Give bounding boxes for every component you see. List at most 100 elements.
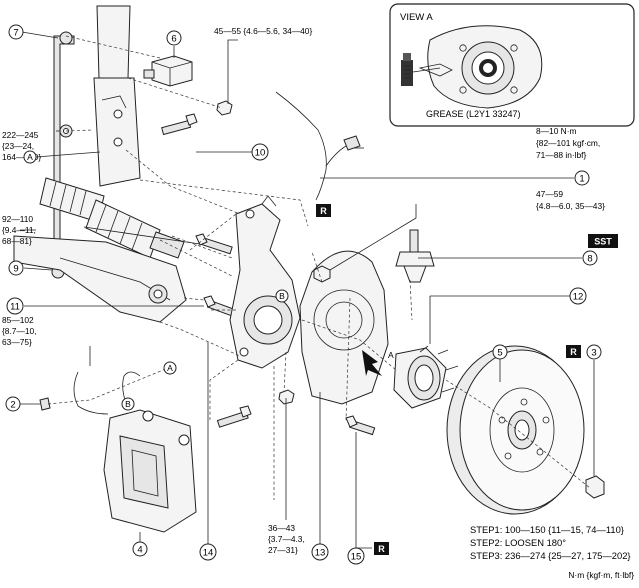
- callout-6-label: 6: [171, 34, 176, 45]
- torque-t2: 222—245 {23—24, 164—180}: [2, 130, 41, 162]
- tag-sst-label: SST: [594, 237, 612, 247]
- callout-9-label: 9: [13, 264, 18, 275]
- tag-r-nut-label: R: [320, 206, 327, 216]
- brake-caliper: [73, 371, 197, 533]
- tag-r-disc: R: [566, 345, 581, 358]
- callout-1-label: 1: [579, 174, 584, 185]
- torque-t2-line3: 164—180}: [2, 152, 41, 162]
- callout-5-label: 5: [497, 348, 502, 359]
- callout-2: 2: [5, 396, 21, 412]
- view-a-inset: VIEW A GREASE (L2Y1 33247): [389, 3, 635, 127]
- torque-t4: 47—59 {4.8—6.0, 35—43}: [536, 189, 605, 211]
- view-arrow: [362, 350, 382, 376]
- callout-10: 10: [251, 143, 269, 161]
- abs-sensor: [143, 55, 193, 87]
- torque-t6-line1: 85—102: [2, 315, 34, 325]
- callout-2-label: 2: [10, 400, 15, 411]
- bolt-knuckle: [195, 233, 233, 255]
- callout-11-label: 11: [10, 302, 20, 313]
- tag-r-bolt-label: R: [378, 544, 385, 554]
- torque-t3-line2: {82—101 kgf·cm,: [536, 138, 600, 148]
- torque-t7: 36—43 {3.7—4.3, 27—31}: [268, 523, 305, 555]
- disc-screw: [585, 475, 605, 499]
- wheel-hub: [393, 345, 459, 409]
- clip-nut: [313, 265, 331, 283]
- strut-assembly: [51, 5, 141, 279]
- torque-t7-line3: 27—31}: [268, 545, 298, 555]
- callout-13: 13: [311, 543, 329, 561]
- tag-r-nut: R: [316, 204, 331, 217]
- step-3: STEP3: 236—274 {25—27, 175—202}: [470, 550, 631, 561]
- callout-15-label: 15: [351, 552, 362, 563]
- callout-4: 4: [132, 541, 148, 557]
- view-a-title: VIEW A: [400, 12, 433, 23]
- letter-b-caliper: B: [121, 397, 135, 411]
- dust-shield: [299, 250, 389, 405]
- callout-13-label: 13: [315, 548, 326, 559]
- letter-a-caliper: A: [163, 361, 177, 375]
- torque-t5: 92—110 {9.4—11, 68—81}: [2, 214, 36, 246]
- bolt-10: [161, 113, 198, 136]
- nut-upper: [216, 100, 233, 116]
- callout-3-label: 3: [591, 348, 596, 359]
- lower-arm: [13, 235, 187, 323]
- clip: [39, 397, 51, 411]
- callout-5: 5: [492, 344, 508, 360]
- bolt-lower: [216, 389, 295, 428]
- torque-t5-line2: {9.4—11,: [2, 225, 36, 235]
- letter-a-caliper-label: A: [167, 363, 173, 373]
- torque-t3-line3: 71—88 in·lbf}: [536, 150, 586, 160]
- callout-7-label: 7: [13, 28, 18, 39]
- torque-t7-line2: {3.7—4.3,: [268, 534, 305, 544]
- torque-t5-line3: 68—81}: [2, 236, 32, 246]
- letter-a-strut-label: A: [27, 152, 33, 162]
- torque-t1: 45—55 {4.6—5.6, 34—40}: [214, 26, 312, 36]
- unit-note: N·m {kgf·m, ft·lbf}: [568, 570, 634, 580]
- callout-14-label: 14: [203, 548, 214, 559]
- torque-t4-line2: {4.8—6.0, 35—43}: [536, 201, 605, 211]
- tightening-steps: STEP1: 100—150 {11—15, 74—110} STEP2: LO…: [470, 524, 631, 561]
- letter-b-caliper-label: B: [125, 399, 131, 409]
- callout-15: 15: [347, 547, 365, 565]
- callout-8-label: 8: [587, 254, 592, 265]
- tag-r-disc-label: R: [570, 347, 577, 357]
- step-2: STEP2: LOOSEN 180°: [470, 537, 566, 548]
- torque-t3: 8—10 N·m {82—101 kgf·cm, 71—88 in·lbf}: [536, 126, 600, 160]
- callout-8: 8: [582, 250, 598, 266]
- torque-t5-line1: 92—110: [2, 214, 33, 224]
- callout-1: 1: [574, 170, 590, 186]
- callout-9: 9: [8, 260, 24, 276]
- callout-14: 14: [199, 543, 217, 561]
- hub-bolt: [345, 415, 376, 436]
- torque-t6-line3: 63—75}: [2, 337, 32, 347]
- letter-b-knuckle: B: [275, 289, 289, 303]
- bolt-11: [203, 295, 239, 318]
- guide-lines: [47, 35, 591, 500]
- torque-t4-line1: 47—59: [536, 189, 563, 199]
- callout-12-label: 12: [573, 292, 584, 303]
- tag-r-bolt: R: [374, 542, 389, 555]
- torque-t3-line1: 8—10 N·m: [536, 126, 577, 136]
- tag-sst: SST: [588, 234, 618, 248]
- letter-b-knuckle-label: B: [279, 291, 285, 301]
- knuckle: [229, 195, 301, 369]
- callout-10-label: 10: [255, 148, 266, 159]
- callout-12: 12: [569, 287, 587, 305]
- disc-plate: [446, 345, 585, 515]
- grease-label: GREASE (L2Y1 33247): [426, 109, 521, 119]
- sst-tool: [395, 229, 435, 283]
- callout-6: 6: [166, 30, 182, 46]
- letter-a-strut: A: [23, 150, 37, 164]
- callout-7: 7: [8, 24, 24, 40]
- abs-wire: [275, 91, 361, 201]
- torque-t2-line2: {23—24,: [2, 141, 34, 151]
- torque-t6: 85—102 {8.7—10, 63—75}: [2, 315, 36, 347]
- torque-t2-line1: 222—245: [2, 130, 39, 140]
- letter-a-arrow: A: [388, 350, 394, 360]
- callout-11: 11: [6, 297, 24, 315]
- callout-4-label: 4: [137, 545, 142, 556]
- callout-3: 3: [586, 344, 602, 360]
- torque-t6-line2: {8.7—10,: [2, 326, 36, 336]
- torque-t7-line1: 36—43: [268, 523, 295, 533]
